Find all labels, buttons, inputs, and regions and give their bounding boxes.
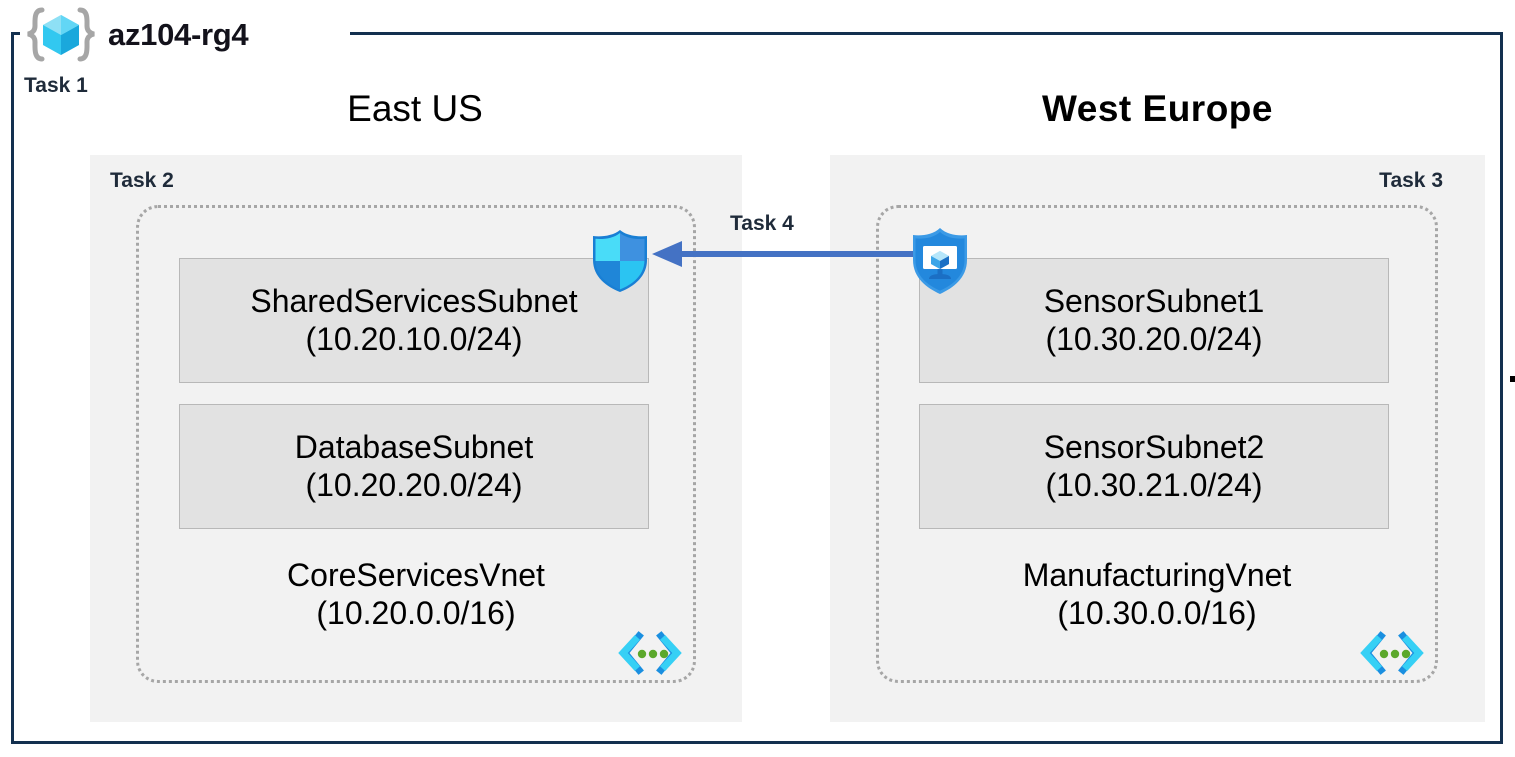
subnet-name: DatabaseSubnet [294,428,534,465]
virtual-network-icon [1360,631,1424,675]
subnet-sharedservicessubnet: SharedServicesSubnet (10.20.10.0/24) [179,258,649,383]
edge-artifact-mark [1510,376,1515,382]
subnet-cidr: (10.20.20.0/24) [305,466,523,503]
vnet-caption-coreservicesvnet: CoreServicesVnet (10.20.0.0/16) [139,556,693,633]
bastion-shield-icon [913,228,967,294]
subnet-sensorsubnet1: SensorSubnet1 (10.30.20.0/24) [919,258,1389,383]
subnet-cidr: (10.20.10.0/24) [305,320,523,357]
subnet-name: SensorSubnet1 [1043,282,1265,319]
vnet-cidr: (10.20.0.0/16) [316,595,516,632]
network-security-group-shield-icon [593,230,647,292]
task-label-2: Task 2 [110,169,174,192]
task-label-3: Task 3 [1379,169,1443,192]
vnet-caption-manufacturingvnet: ManufacturingVnet (10.30.0.0/16) [879,556,1435,633]
task-label-1: Task 1 [24,74,88,97]
vnet-cidr: (10.30.0.0/16) [1057,595,1257,632]
vnet-box-manufacturingvnet: SensorSubnet1 (10.30.20.0/24) SensorSubn… [876,205,1438,683]
resource-group-header: az104-rg4 [22,6,249,64]
resource-group-title-gap [20,22,350,44]
subnet-name: SensorSubnet2 [1043,428,1265,465]
resource-group-name: az104-rg4 [108,17,249,52]
vnet-peering-arrow [652,241,938,267]
subnet-cidr: (10.30.21.0/24) [1045,466,1263,503]
region-box-west-europe: Task 3 SensorSubnet1 (10.30.20.0/24) Sen… [830,155,1485,722]
vnet-name: ManufacturingVnet [1022,557,1292,593]
subnet-cidr: (10.30.20.0/24) [1045,320,1263,357]
subnet-databasesubnet: DatabaseSubnet (10.20.20.0/24) [179,404,649,529]
resource-group-icon [27,7,95,62]
vnet-box-coreservicesvnet: SharedServicesSubnet (10.20.10.0/24) Dat… [136,205,696,683]
subnet-sensorsubnet2: SensorSubnet2 (10.30.21.0/24) [919,404,1389,529]
virtual-network-icon [618,631,682,675]
subnet-name: SharedServicesSubnet [250,282,578,319]
region-title-east-us: East US [347,88,483,129]
task-label-4: Task 4 [730,212,794,235]
resource-group-frame [11,32,1503,744]
vnet-name: CoreServicesVnet [287,557,545,593]
region-title-west-europe: West Europe [1042,88,1273,129]
